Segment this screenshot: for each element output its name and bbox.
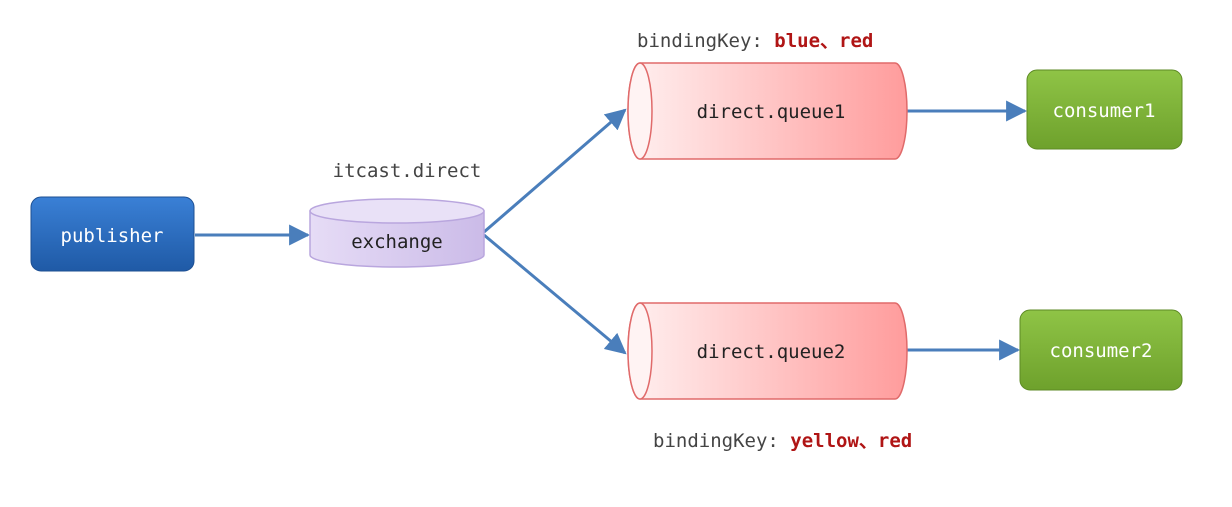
exchange-name: itcast.direct xyxy=(333,160,482,182)
consumer1-node: consumer1 xyxy=(1026,69,1183,150)
arrow-exchange-to-queue2 xyxy=(483,233,627,355)
queue1-node: direct.queue1 xyxy=(627,62,908,160)
consumer2-node: consumer2 xyxy=(1019,309,1183,391)
queue2-label: direct.queue2 xyxy=(697,341,846,363)
publisher-node: publisher xyxy=(30,196,195,272)
consumer1-label: consumer1 xyxy=(1053,100,1156,122)
arrow-exchange-to-queue1 xyxy=(483,108,627,234)
queue2-node: direct.queue2 xyxy=(627,302,908,400)
queue1-binding-key: bindingKey: blue、red xyxy=(637,30,873,52)
queue2-binding-key: bindingKey: yellow、red xyxy=(653,430,912,452)
publisher-label: publisher xyxy=(61,225,164,247)
exchange-label: exchange xyxy=(351,231,443,253)
consumer2-label: consumer2 xyxy=(1050,340,1153,362)
queue1-label: direct.queue1 xyxy=(697,101,846,123)
exchange-node: exchange xyxy=(309,198,485,268)
